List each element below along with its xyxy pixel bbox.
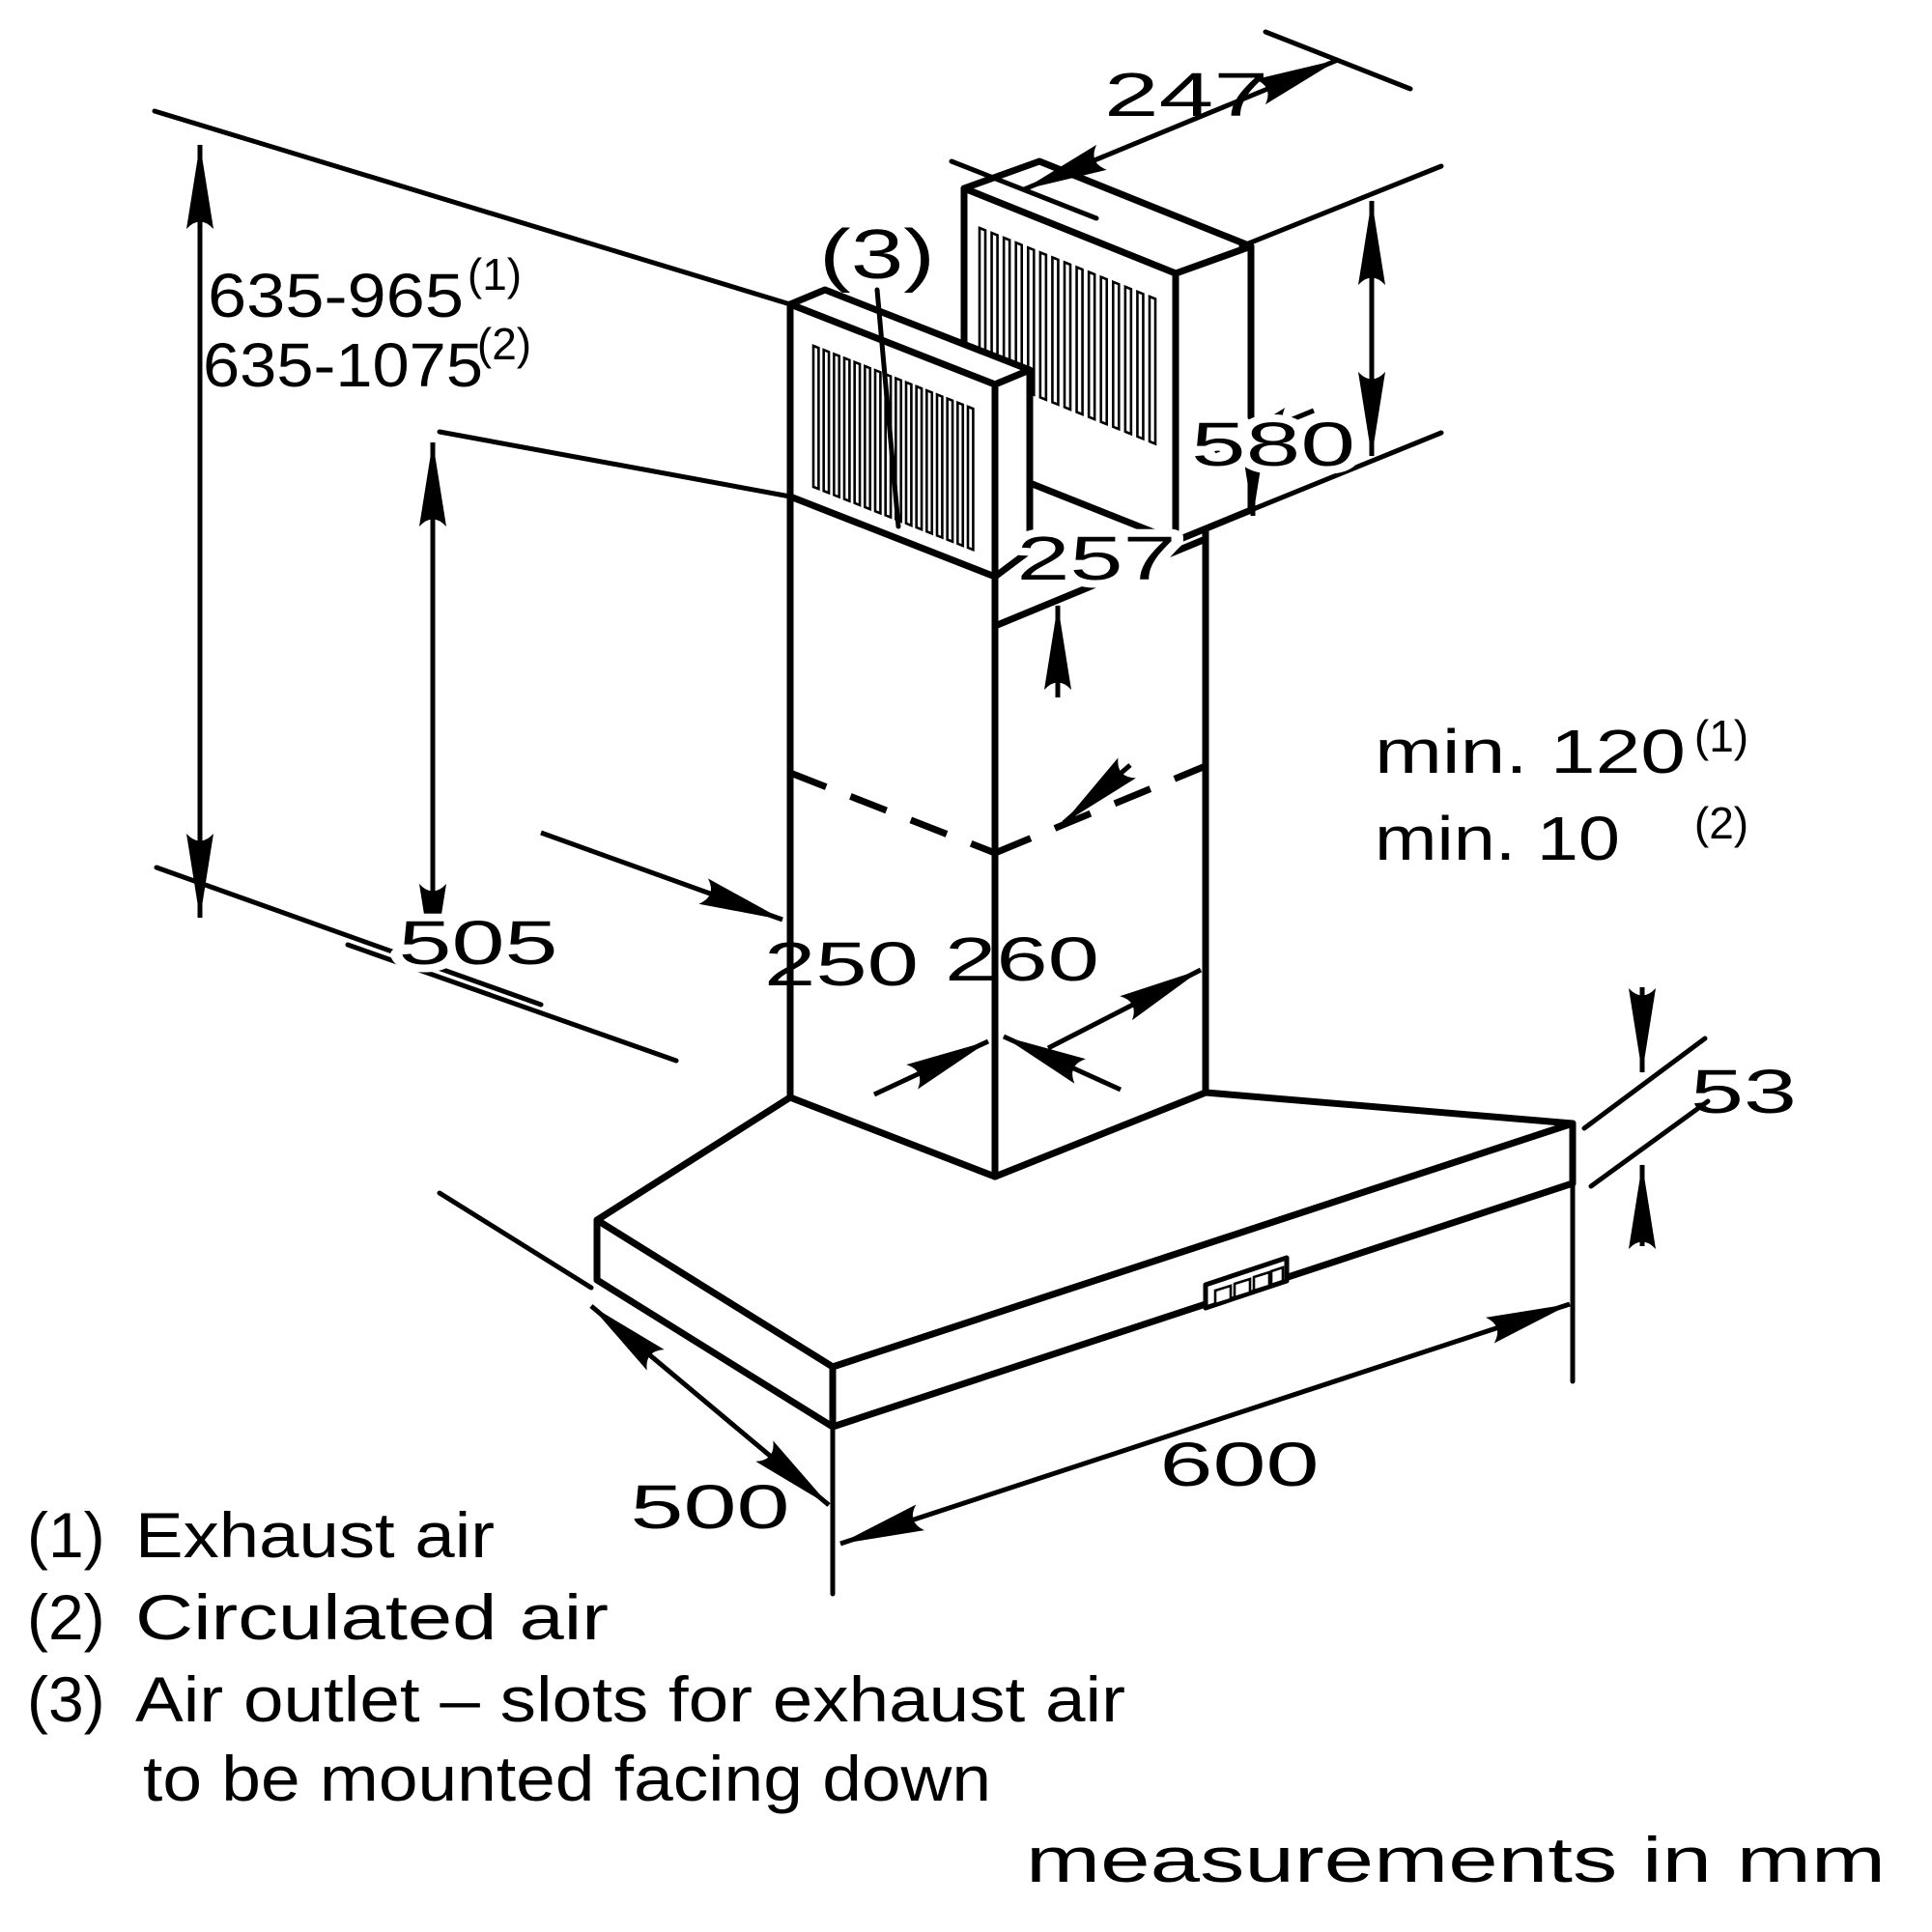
vent-slot	[966, 405, 975, 553]
label-range-circulated-sup: (2)	[477, 319, 531, 369]
telescope-dashed-right	[993, 762, 1208, 857]
legend-3-text-line2: to be mounted facing down	[143, 1743, 991, 1814]
units-note: measurements in mm	[1026, 1824, 1886, 1895]
legend-2-text: Circulated air	[135, 1581, 609, 1653]
vent-slot	[873, 368, 882, 516]
label-range-exhaust-sup: (1)	[468, 249, 522, 299]
vent-slot	[1051, 255, 1060, 407]
label-range-circulated: 635-1075	[203, 330, 483, 400]
dim-260-left-arrow	[1002, 1034, 1122, 1093]
dim-247	[1023, 57, 1339, 192]
vent-slot	[925, 388, 934, 536]
label-505: 505	[399, 908, 558, 978]
vent-slot	[1026, 245, 1036, 397]
vent-slot	[1111, 279, 1121, 432]
upper-duct-right-face	[1172, 242, 1255, 545]
ext-53-top	[1581, 1036, 1708, 1131]
vent-slot	[811, 344, 820, 492]
vent-slot	[1148, 295, 1157, 446]
dim-min-down-arrow	[1062, 757, 1136, 825]
vent-slot	[946, 396, 954, 544]
flue-joint-front	[786, 493, 999, 581]
label-min-10-sup: (2)	[1694, 798, 1748, 848]
vent-slot	[864, 364, 872, 512]
vent-slot	[1087, 270, 1096, 421]
legend-3-marker: (3)	[27, 1663, 105, 1735]
label-min-120-sup: (1)	[1694, 711, 1748, 761]
label-260: 260	[945, 924, 1099, 994]
dim-600	[839, 1301, 1571, 1547]
extension-lines	[152, 29, 1711, 1597]
dim-257-arrow-a	[1211, 408, 1315, 455]
vent-slot	[956, 400, 965, 548]
label-range-exhaust: 635-965	[208, 261, 464, 330]
dimension-labels: 247 580 635-965 (1) 635-1075 (2) (3) 257…	[203, 60, 1797, 1542]
dim-260-right-arrow	[1046, 967, 1203, 1051]
legend-2-marker: (2)	[27, 1581, 105, 1653]
air-outlet-slots-rear	[978, 226, 1157, 446]
ext-500-left	[437, 1190, 594, 1291]
vent-slot	[842, 355, 851, 503]
label-247: 247	[1104, 60, 1268, 129]
legend-1-text: Exhaust air	[135, 1499, 495, 1571]
vent-slot	[853, 359, 862, 507]
ext-total-top	[152, 108, 793, 307]
legend-1-marker: (1)	[27, 1499, 105, 1571]
label-257: 257	[1017, 524, 1177, 593]
label-500: 500	[631, 1472, 790, 1542]
vent-slot	[1136, 290, 1145, 441]
vent-slot	[1038, 250, 1048, 402]
telescope-dashed-front	[788, 769, 997, 857]
vent-slot	[833, 352, 841, 499]
chimney-front-face	[786, 300, 999, 1180]
label-53: 53	[1690, 1057, 1797, 1126]
label-min-10: min. 10	[1375, 804, 1620, 873]
legend-3-text: Air outlet – slots for exhaust air	[135, 1663, 1125, 1735]
ext-580-top	[1238, 163, 1444, 249]
dim-250-right-arrow	[872, 1038, 990, 1097]
ext-505-bottom	[345, 942, 679, 1064]
vent-slot	[935, 392, 944, 540]
ext-247-left	[949, 158, 1099, 221]
flue-joint-right	[991, 535, 1209, 630]
label-600: 600	[1160, 1430, 1320, 1499]
label-outlet-ref: (3)	[819, 216, 935, 294]
dim-500	[589, 1304, 831, 1507]
control-panel	[1203, 1255, 1290, 1311]
outlet-leader-line	[874, 287, 901, 529]
ext-505-top	[437, 429, 793, 499]
vent-slot	[904, 380, 913, 527]
chimney-flue	[786, 157, 1255, 1180]
legend: (1) Exhaust air (2) Circulated air (3) A…	[27, 1499, 1886, 1895]
vent-slot	[1063, 260, 1072, 412]
vent-slot	[915, 384, 923, 532]
vent-slot	[1123, 284, 1133, 437]
label-250: 250	[764, 929, 919, 999]
air-outlet-slots-front	[811, 344, 975, 553]
dimension-lines	[186, 57, 1656, 1547]
dim-250-left-arrow	[540, 830, 783, 923]
ext-53-bottom	[1588, 1098, 1711, 1189]
vent-slot	[1075, 265, 1084, 416]
vent-slot	[822, 348, 831, 496]
vent-slot	[1099, 274, 1109, 427]
ext-total-bottom	[154, 865, 544, 1008]
label-min-120: min. 120	[1375, 717, 1686, 786]
ext-580-bottom	[1248, 430, 1444, 513]
label-580: 580	[1191, 410, 1355, 479]
